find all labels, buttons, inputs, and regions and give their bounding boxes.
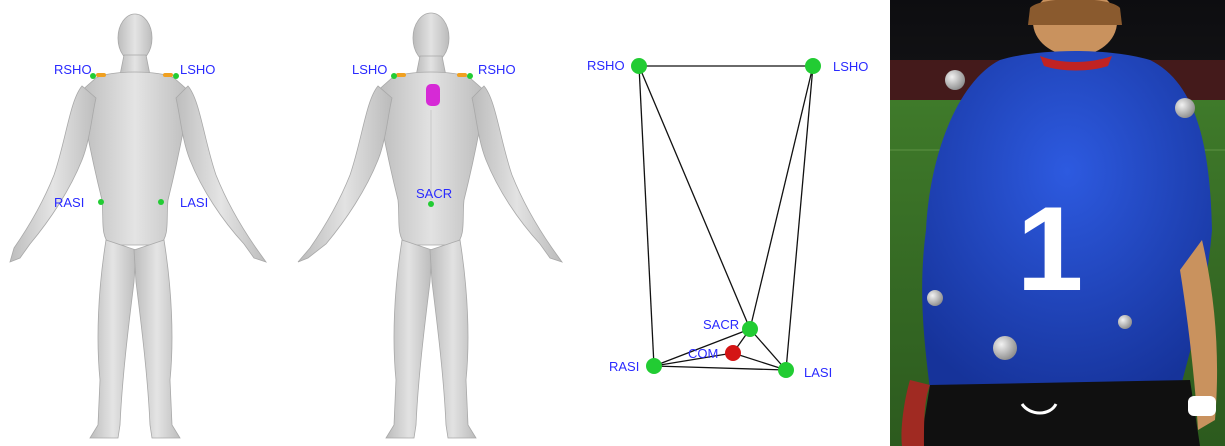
graph-lsho-label: LSHO bbox=[833, 60, 868, 73]
back-lsho-marker bbox=[391, 73, 397, 79]
front-lsho-label: LSHO bbox=[180, 63, 215, 76]
athlete-photo-illustration: 1 bbox=[890, 0, 1225, 446]
front-lasi-label: LASI bbox=[180, 196, 208, 209]
graph-sacr-node bbox=[742, 321, 758, 337]
graph-sacr-label: SACR bbox=[703, 318, 739, 331]
back-body-figure bbox=[290, 0, 570, 446]
graph-lsho-node bbox=[805, 58, 821, 74]
front-rsho-sensor bbox=[96, 73, 106, 77]
wrist-tape bbox=[1188, 396, 1216, 416]
front-rsho-label: RSHO bbox=[54, 63, 92, 76]
back-rsho-marker bbox=[467, 73, 473, 79]
back-lsho-label: LSHO bbox=[352, 63, 387, 76]
photo-rasi-marker bbox=[927, 290, 943, 306]
front-lsho-sensor bbox=[163, 73, 173, 77]
front-body-figure bbox=[0, 0, 280, 446]
front-lsho-marker bbox=[173, 73, 179, 79]
graph-rsho-node bbox=[631, 58, 647, 74]
graph-rasi-label: RASI bbox=[609, 360, 639, 373]
back-sacr-marker bbox=[428, 201, 434, 207]
graph-lasi-label: LASI bbox=[804, 366, 832, 379]
back-rsho-label: RSHO bbox=[478, 63, 516, 76]
photo-lsho-marker bbox=[1175, 98, 1195, 118]
athlete-photo: 1 bbox=[890, 0, 1225, 446]
front-view-panel: RSHO LSHO RASI LASI bbox=[0, 0, 280, 446]
back-lsho-sensor bbox=[396, 73, 406, 77]
photo-sacr-marker bbox=[993, 336, 1017, 360]
back-imu-sensor bbox=[426, 84, 440, 106]
back-rsho-sensor bbox=[457, 73, 467, 77]
jersey-number: 1 bbox=[1017, 182, 1084, 316]
marker-graph-panel: RSHO LSHO SACR COM RASI LASI bbox=[575, 0, 875, 446]
front-rasi-marker bbox=[98, 199, 104, 205]
graph-lasi-node bbox=[778, 362, 794, 378]
graph-rsho-label: RSHO bbox=[587, 59, 625, 72]
photo-lasi-marker bbox=[1118, 315, 1132, 329]
photo-rsho-marker bbox=[945, 70, 965, 90]
shorts bbox=[920, 380, 1200, 446]
back-view-panel: LSHO RSHO SACR bbox=[290, 0, 570, 446]
back-sacr-label: SACR bbox=[416, 187, 452, 200]
front-rasi-label: RASI bbox=[54, 196, 84, 209]
graph-rasi-node bbox=[646, 358, 662, 374]
graph-com-label: COM bbox=[688, 347, 718, 360]
graph-com-node bbox=[725, 345, 741, 361]
front-lasi-marker bbox=[158, 199, 164, 205]
